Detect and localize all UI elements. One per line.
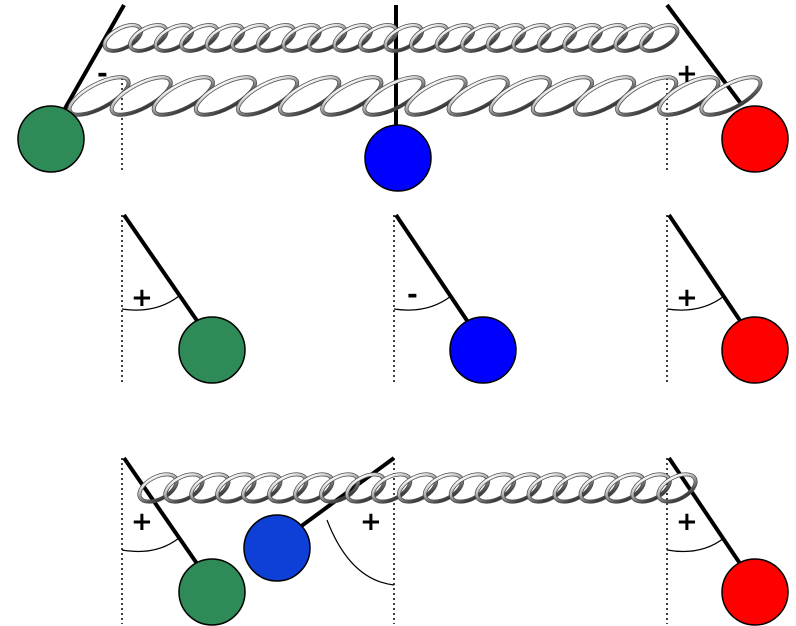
spring-coil-front xyxy=(110,76,172,116)
spring-coil-front xyxy=(282,23,322,53)
spring-coil-front xyxy=(236,76,299,116)
spring-coil-front xyxy=(614,23,654,53)
spring-coil-front xyxy=(194,76,257,116)
spring-coil-front xyxy=(563,23,603,53)
bottom-red-angle-arc xyxy=(666,537,725,553)
bottom-blue-angle-arc xyxy=(326,519,395,586)
spring-coil-front xyxy=(447,76,509,116)
spring-coil-front xyxy=(657,473,697,503)
top-upper-spring xyxy=(102,23,680,53)
bottom-green-angle-arc xyxy=(121,537,180,553)
spring-coil-front xyxy=(154,23,194,53)
middle-green-sign: + xyxy=(131,283,153,313)
middle-blue-bob xyxy=(449,316,517,384)
spring-coil-front xyxy=(231,23,270,53)
spring-coil-front xyxy=(573,76,636,116)
bottom-blue-sign: + xyxy=(360,507,382,537)
top-red-sign: + xyxy=(676,59,698,89)
top-blue-bob xyxy=(364,124,432,192)
spring-coil-front xyxy=(358,23,398,53)
middle-panel: + - + xyxy=(121,213,789,384)
spring-coil-front xyxy=(179,23,219,53)
spring-coil-front xyxy=(700,76,762,116)
spring-coil-front xyxy=(460,23,500,53)
spring-coil-front xyxy=(384,23,424,53)
middle-blue-rod xyxy=(394,213,472,327)
bottom-green-bob xyxy=(178,558,246,626)
top-green-rod xyxy=(61,4,126,113)
bottom-red-bob xyxy=(721,558,789,626)
spring-coil-front xyxy=(278,76,341,116)
middle-blue-angle-arc xyxy=(393,295,452,311)
bottom-red-sign: + xyxy=(676,507,698,537)
top-red-rod xyxy=(665,3,744,107)
top-lower-spring xyxy=(67,75,763,117)
spring-coil-front xyxy=(321,76,383,116)
middle-red-rod xyxy=(667,213,745,327)
middle-green-rod xyxy=(122,213,202,327)
middle-green-bob xyxy=(178,316,246,384)
bottom-blue-bob xyxy=(243,514,311,582)
middle-blue-sign: - xyxy=(407,280,418,310)
top-panel: - + xyxy=(17,3,789,192)
spring-coil-front xyxy=(363,76,425,116)
spring-coil-front xyxy=(639,23,679,53)
spring-coil-front xyxy=(512,23,551,53)
spring-coil-front xyxy=(409,23,449,53)
spring-coil-front xyxy=(537,23,577,53)
spring-coil-front xyxy=(615,76,678,116)
spring-coil-front xyxy=(333,23,373,53)
spring-coil-front xyxy=(307,23,347,53)
bottom-green-rod xyxy=(122,456,202,570)
bottom-green-sign: + xyxy=(131,507,153,537)
spring-coil-front xyxy=(152,76,215,116)
spring-coil-front xyxy=(128,23,168,53)
spring-coil-front xyxy=(658,76,720,116)
spring-coil-front xyxy=(489,76,552,116)
spring-coil-front xyxy=(588,23,628,53)
top-green-sign: - xyxy=(97,59,108,89)
spring-coil-front xyxy=(435,23,475,53)
spring-coil-front xyxy=(205,23,245,53)
spring-coil-front xyxy=(256,23,296,53)
bottom-spring xyxy=(137,472,698,504)
bottom-panel: + + + xyxy=(121,456,789,626)
middle-red-angle-arc xyxy=(666,295,725,311)
top-red-bob xyxy=(721,105,789,173)
spring-coil-front xyxy=(103,23,143,53)
middle-red-bob xyxy=(721,316,789,384)
spring-coil-front xyxy=(486,23,526,53)
top-green-bob xyxy=(17,105,85,173)
spring-coil-front xyxy=(405,76,467,116)
middle-green-angle-arc xyxy=(121,295,180,311)
middle-red-sign: + xyxy=(676,283,698,313)
spring-coil-front xyxy=(531,76,594,116)
